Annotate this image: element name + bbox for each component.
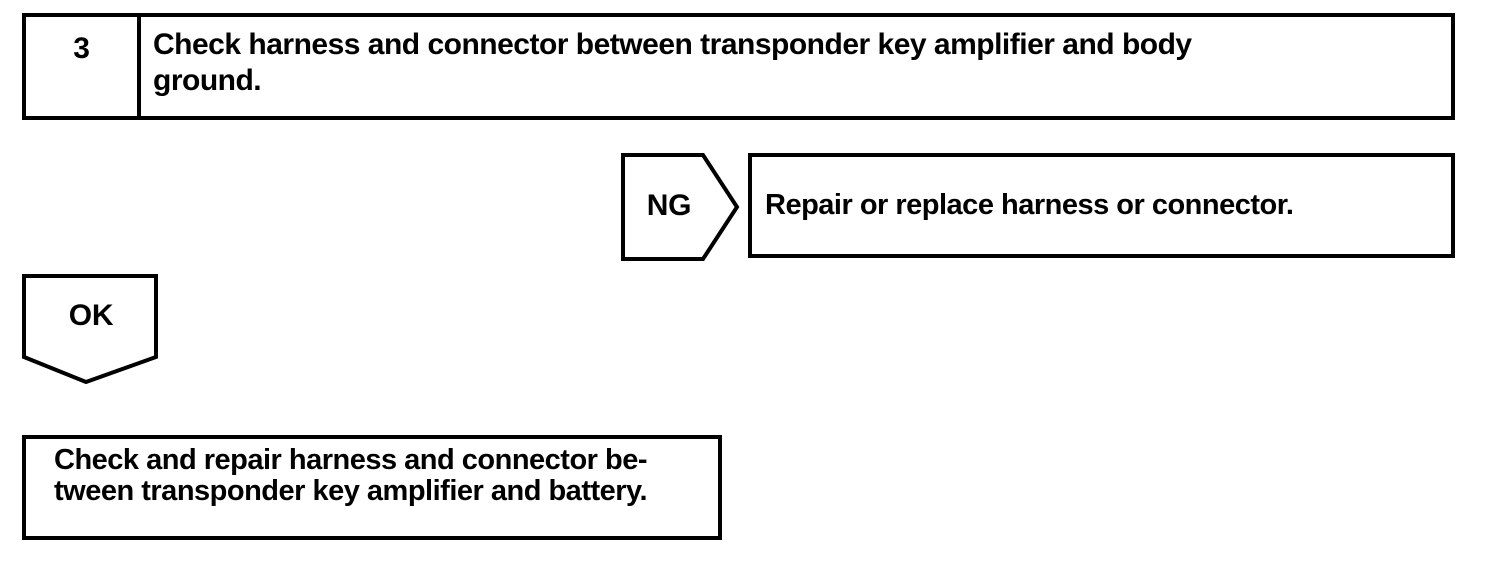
ng-arrow-shape xyxy=(621,153,740,261)
step-number-cell: 3 xyxy=(26,17,141,116)
ng-result-text: Repair or replace harness or connector. xyxy=(765,189,1294,221)
ng-result-box: Repair or replace harness or connector. xyxy=(748,153,1455,258)
ok-label: OK xyxy=(68,299,114,332)
ng-pentagon-icon xyxy=(621,153,740,261)
step-instruction-line-1: Check harness and connector between tran… xyxy=(153,28,1192,61)
ok-result-box: Check and repair harness and connector b… xyxy=(22,435,722,540)
ok-arrow-shape xyxy=(22,274,158,385)
ok-result-line-1: Check and repair harness and connector b… xyxy=(54,444,648,476)
step-instruction-line-2: ground. xyxy=(153,64,262,97)
ok-pentagon-icon xyxy=(22,274,158,385)
step-number: 3 xyxy=(73,32,90,65)
ok-result-line-2: tween transponder key amplifier and batt… xyxy=(54,475,648,507)
step-box: 3 Check harness and connector between tr… xyxy=(22,13,1455,120)
ng-label: NG xyxy=(646,189,692,222)
step-instruction: Check harness and connector between tran… xyxy=(141,17,1451,116)
